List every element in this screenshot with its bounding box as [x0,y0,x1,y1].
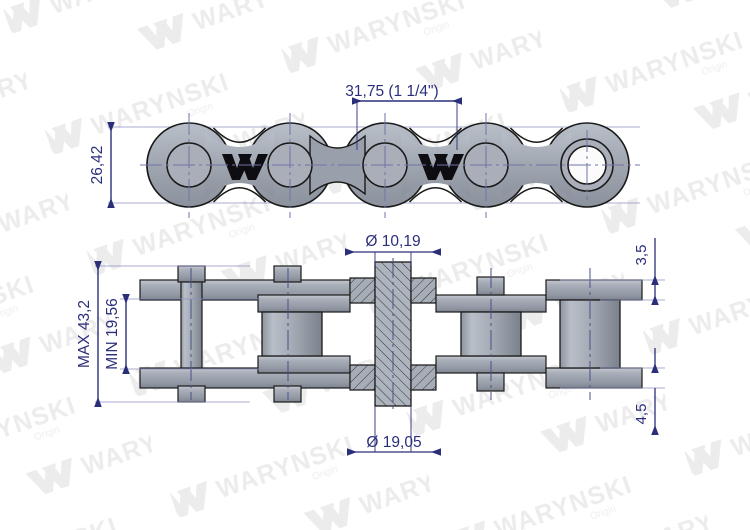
section-left-assembly [139,265,351,403]
dimension-pin-diameter: Ø 10,19 [345,233,441,266]
warynski-logo-plate-2 [418,154,464,180]
sectioned-plate-lower-right [410,364,437,391]
pin-dia-label: Ø 10,19 [365,233,420,250]
warynski-logo-plate-1 [222,154,268,180]
chain-section-view [139,258,643,410]
plate-logos [222,154,464,180]
lower-inner-plate-left [257,355,351,374]
dimension-roller-diameter: Ø 19,05 [347,406,441,456]
dimension-width-max: MAX 43,2 [76,261,250,407]
link1-waist-bottom-edge [212,187,267,203]
dimension-width-min: MIN 19,56 [104,294,260,374]
thk35-label: 3,5 [633,245,650,266]
section-center-assembly [349,261,437,407]
dimension-pitch: 31,75 (1 1/4") [345,83,462,150]
sectioned-plate-upper-left [349,277,376,304]
section-right-assembly [435,276,643,392]
width-min-label: MIN 19,56 [104,298,121,370]
end-link-waist-top-edge [509,127,564,143]
roller-dia-label: Ø 19,05 [366,434,421,451]
upper-inner-plate-left [257,294,351,313]
lower-outer-plate-right [545,367,643,389]
link1-waist-top-edge [212,127,267,143]
sectioned-plate-upper-right [410,277,437,304]
upper-outer-plate-right [545,279,643,301]
centerlines-section-view [190,258,591,410]
roller-1 [261,311,323,357]
plate-height-dim-label: 26,42 [89,146,106,185]
pitch-dim-label: 31,75 (1 1/4") [345,83,438,100]
dimension-plate-thickness-outer: 3,5 [560,238,665,305]
end-link-waist-bottom-edge [509,187,564,203]
width-max-label: MAX 43,2 [76,300,93,368]
dimension-plate-height: 26,42 [89,122,115,208]
link2-waist-bottom-edge [408,187,463,203]
sectioned-plate-lower-left [349,364,376,391]
centerlines-top-view [140,113,640,218]
link-connector [309,134,366,196]
chain-top-view [108,113,640,218]
dimension-plate-thickness-inner: 4,5 [560,348,665,435]
link2-waist-top-edge [408,127,463,143]
thk45-label: 4,5 [633,404,650,425]
